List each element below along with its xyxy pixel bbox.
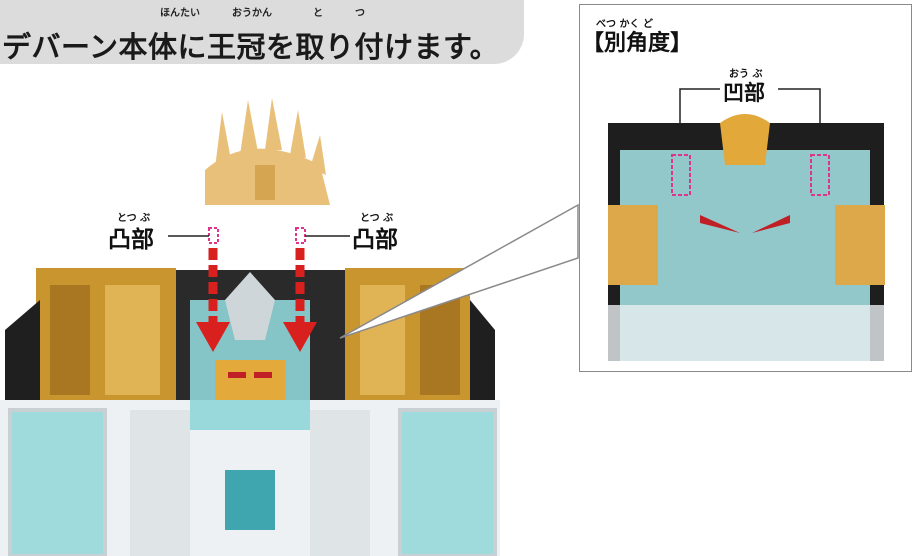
ruby-hontai: ほんたい xyxy=(160,8,200,19)
right-peg-label: 凸部 xyxy=(352,227,398,253)
instruction-text: デバーン本体に王冠を取り付けます。 xyxy=(2,30,500,64)
ruby-to: と xyxy=(313,8,323,19)
recess-label: 凹部 xyxy=(723,81,765,105)
left-peg-highlight xyxy=(208,227,219,244)
left-label-ruby: とつ ぶ xyxy=(117,213,151,224)
ruby-oukan: おうかん xyxy=(232,8,272,19)
ruby-tsu: つ xyxy=(355,8,365,19)
right-peg-highlight xyxy=(295,227,306,244)
left-peg-label: 凸部 xyxy=(108,227,154,253)
angle-illustration xyxy=(608,88,885,361)
callout-pointer xyxy=(339,203,579,339)
left-recess-highlight xyxy=(671,154,691,196)
recess-label-ruby: おう ぶ xyxy=(729,69,763,80)
right-label-ruby: とつ ぶ xyxy=(360,213,394,224)
main-illustration xyxy=(0,98,579,556)
right-down-arrow-icon xyxy=(283,248,317,352)
angle-panel-title: 【別角度】 xyxy=(582,31,693,56)
left-down-arrow-icon xyxy=(196,248,230,352)
right-recess-highlight xyxy=(810,154,830,196)
instruction-banner xyxy=(0,0,524,64)
alternate-angle-panel: べつ かく ど 【別角度】 おう ぶ 凹部 xyxy=(579,4,912,372)
angle-title-ruby: べつ かく ど xyxy=(596,19,653,30)
